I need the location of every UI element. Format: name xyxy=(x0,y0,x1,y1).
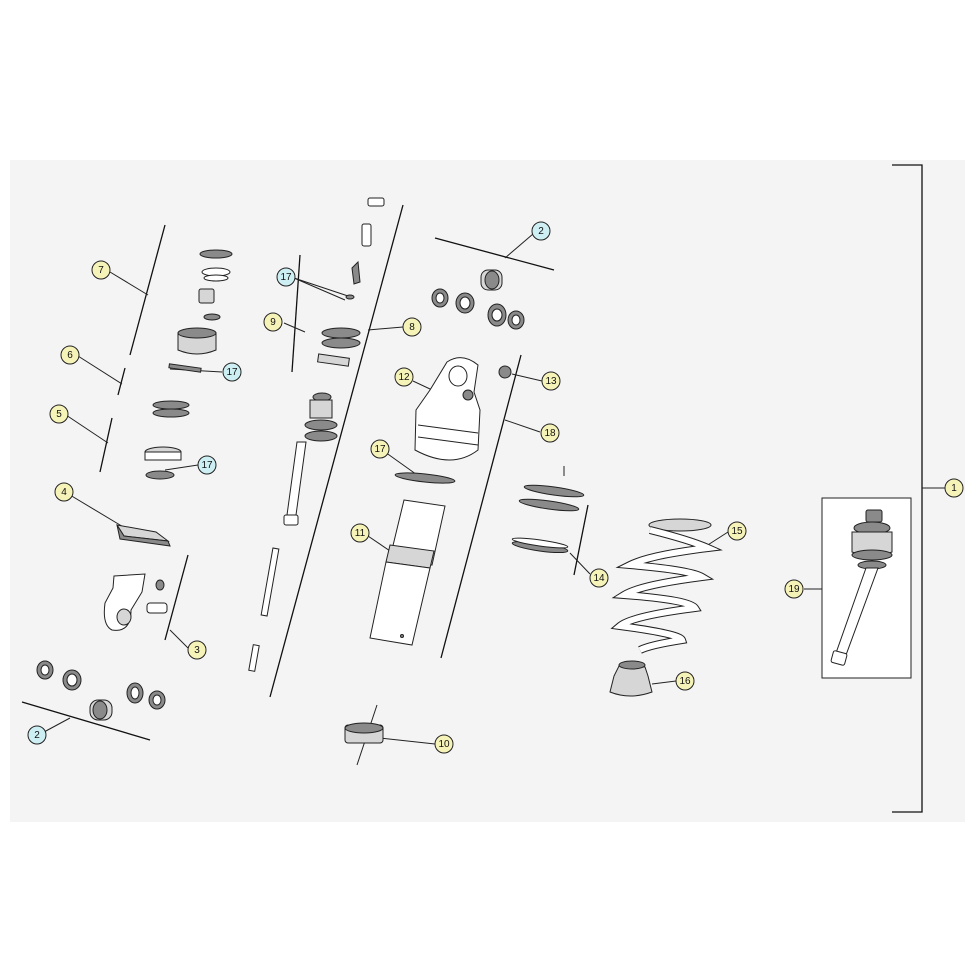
callout-8: 8 xyxy=(402,317,422,337)
assembly-bracket xyxy=(892,164,945,813)
callout-17: 17 xyxy=(222,362,242,382)
spring-retainers xyxy=(511,484,585,554)
callout-circle xyxy=(540,423,560,443)
callout-circle xyxy=(541,371,561,391)
callout-label: 7 xyxy=(98,265,104,276)
callout-layer: 7 6 5 4 3 2 2 17 17 17 17 9 8 12 13 18 11 14 15 16 10 19 1 xyxy=(27,221,964,754)
oring-17-right xyxy=(394,472,456,484)
callout-1: 1 xyxy=(944,478,964,498)
callout-label: 5 xyxy=(56,409,62,420)
callout-label: 4 xyxy=(61,487,67,498)
callout-circle xyxy=(222,362,242,382)
callout-label: 16 xyxy=(679,676,691,687)
callout-label: 15 xyxy=(731,526,743,537)
callout-10: 10 xyxy=(434,734,454,754)
damper-body xyxy=(369,499,446,646)
callout-label: 14 xyxy=(593,573,605,584)
callout-circle xyxy=(197,455,217,475)
callout-11: 11 xyxy=(350,523,370,543)
callout-9: 9 xyxy=(263,312,283,332)
callout-circle xyxy=(394,367,414,387)
callout-18: 18 xyxy=(540,423,560,443)
callout-13: 13 xyxy=(541,371,561,391)
callout-circle xyxy=(54,482,74,502)
callout-circle xyxy=(187,640,207,660)
callout-label: 8 xyxy=(409,322,415,333)
callout-label: 19 xyxy=(788,584,800,595)
spring-seat-plate xyxy=(115,524,171,547)
group-lines xyxy=(21,204,589,766)
callout-circle xyxy=(60,345,80,365)
callout-14: 14 xyxy=(589,568,609,588)
callout-label: 17 xyxy=(201,460,213,471)
callout-circle xyxy=(675,671,695,691)
callout-label: 17 xyxy=(226,367,238,378)
callout-label: 1 xyxy=(951,483,957,494)
callout-label: 2 xyxy=(34,730,40,741)
callout-4: 4 xyxy=(54,482,74,502)
callout-circle xyxy=(49,404,69,424)
callout-circle xyxy=(531,221,551,241)
callout-circle xyxy=(276,267,296,287)
bump-stop xyxy=(609,660,653,697)
callout-circle xyxy=(91,260,111,280)
callout-circle xyxy=(263,312,283,332)
callout-circle xyxy=(350,523,370,543)
shaft-assembly xyxy=(248,197,385,672)
callout-label: 6 xyxy=(67,350,73,361)
callout-circle xyxy=(402,317,422,337)
lower-bearing-set xyxy=(36,660,166,721)
bottom-cap-10 xyxy=(344,722,384,744)
inset-box xyxy=(821,497,912,679)
callout-circle xyxy=(370,439,390,459)
seal-parts xyxy=(144,400,190,480)
callout-17: 17 xyxy=(276,267,296,287)
callout-2: 2 xyxy=(531,221,551,241)
top-cap-parts xyxy=(168,249,233,373)
callout-circle xyxy=(434,734,454,754)
callout-label: 12 xyxy=(398,372,410,383)
callout-17: 17 xyxy=(197,455,217,475)
callout-12: 12 xyxy=(394,367,414,387)
callout-circle xyxy=(727,521,747,541)
callout-19: 19 xyxy=(784,579,804,599)
callout-17: 17 xyxy=(370,439,390,459)
callout-5: 5 xyxy=(49,404,69,424)
callout-circle xyxy=(784,579,804,599)
callout-label: 17 xyxy=(280,272,292,283)
callout-label: 3 xyxy=(194,645,200,656)
callout-2: 2 xyxy=(27,725,47,745)
callout-circle xyxy=(27,725,47,745)
lower-clevis xyxy=(103,573,168,631)
callout-circle xyxy=(944,478,964,498)
callout-label: 10 xyxy=(438,739,450,750)
callout-label: 2 xyxy=(538,226,544,237)
callout-label: 17 xyxy=(374,444,386,455)
coil-spring xyxy=(610,518,723,654)
shock-head xyxy=(414,357,512,461)
callout-label: 18 xyxy=(544,428,556,439)
upper-mount-bearings xyxy=(431,269,525,330)
callout-7: 7 xyxy=(91,260,111,280)
callout-16: 16 xyxy=(675,671,695,691)
callout-label: 11 xyxy=(355,528,366,539)
callout-label: 9 xyxy=(270,317,276,328)
callout-6: 6 xyxy=(60,345,80,365)
callout-label: 13 xyxy=(545,376,557,387)
callout-circle xyxy=(589,568,609,588)
leader-lines xyxy=(43,233,835,745)
callout-15: 15 xyxy=(727,521,747,541)
callout-3: 3 xyxy=(187,640,207,660)
